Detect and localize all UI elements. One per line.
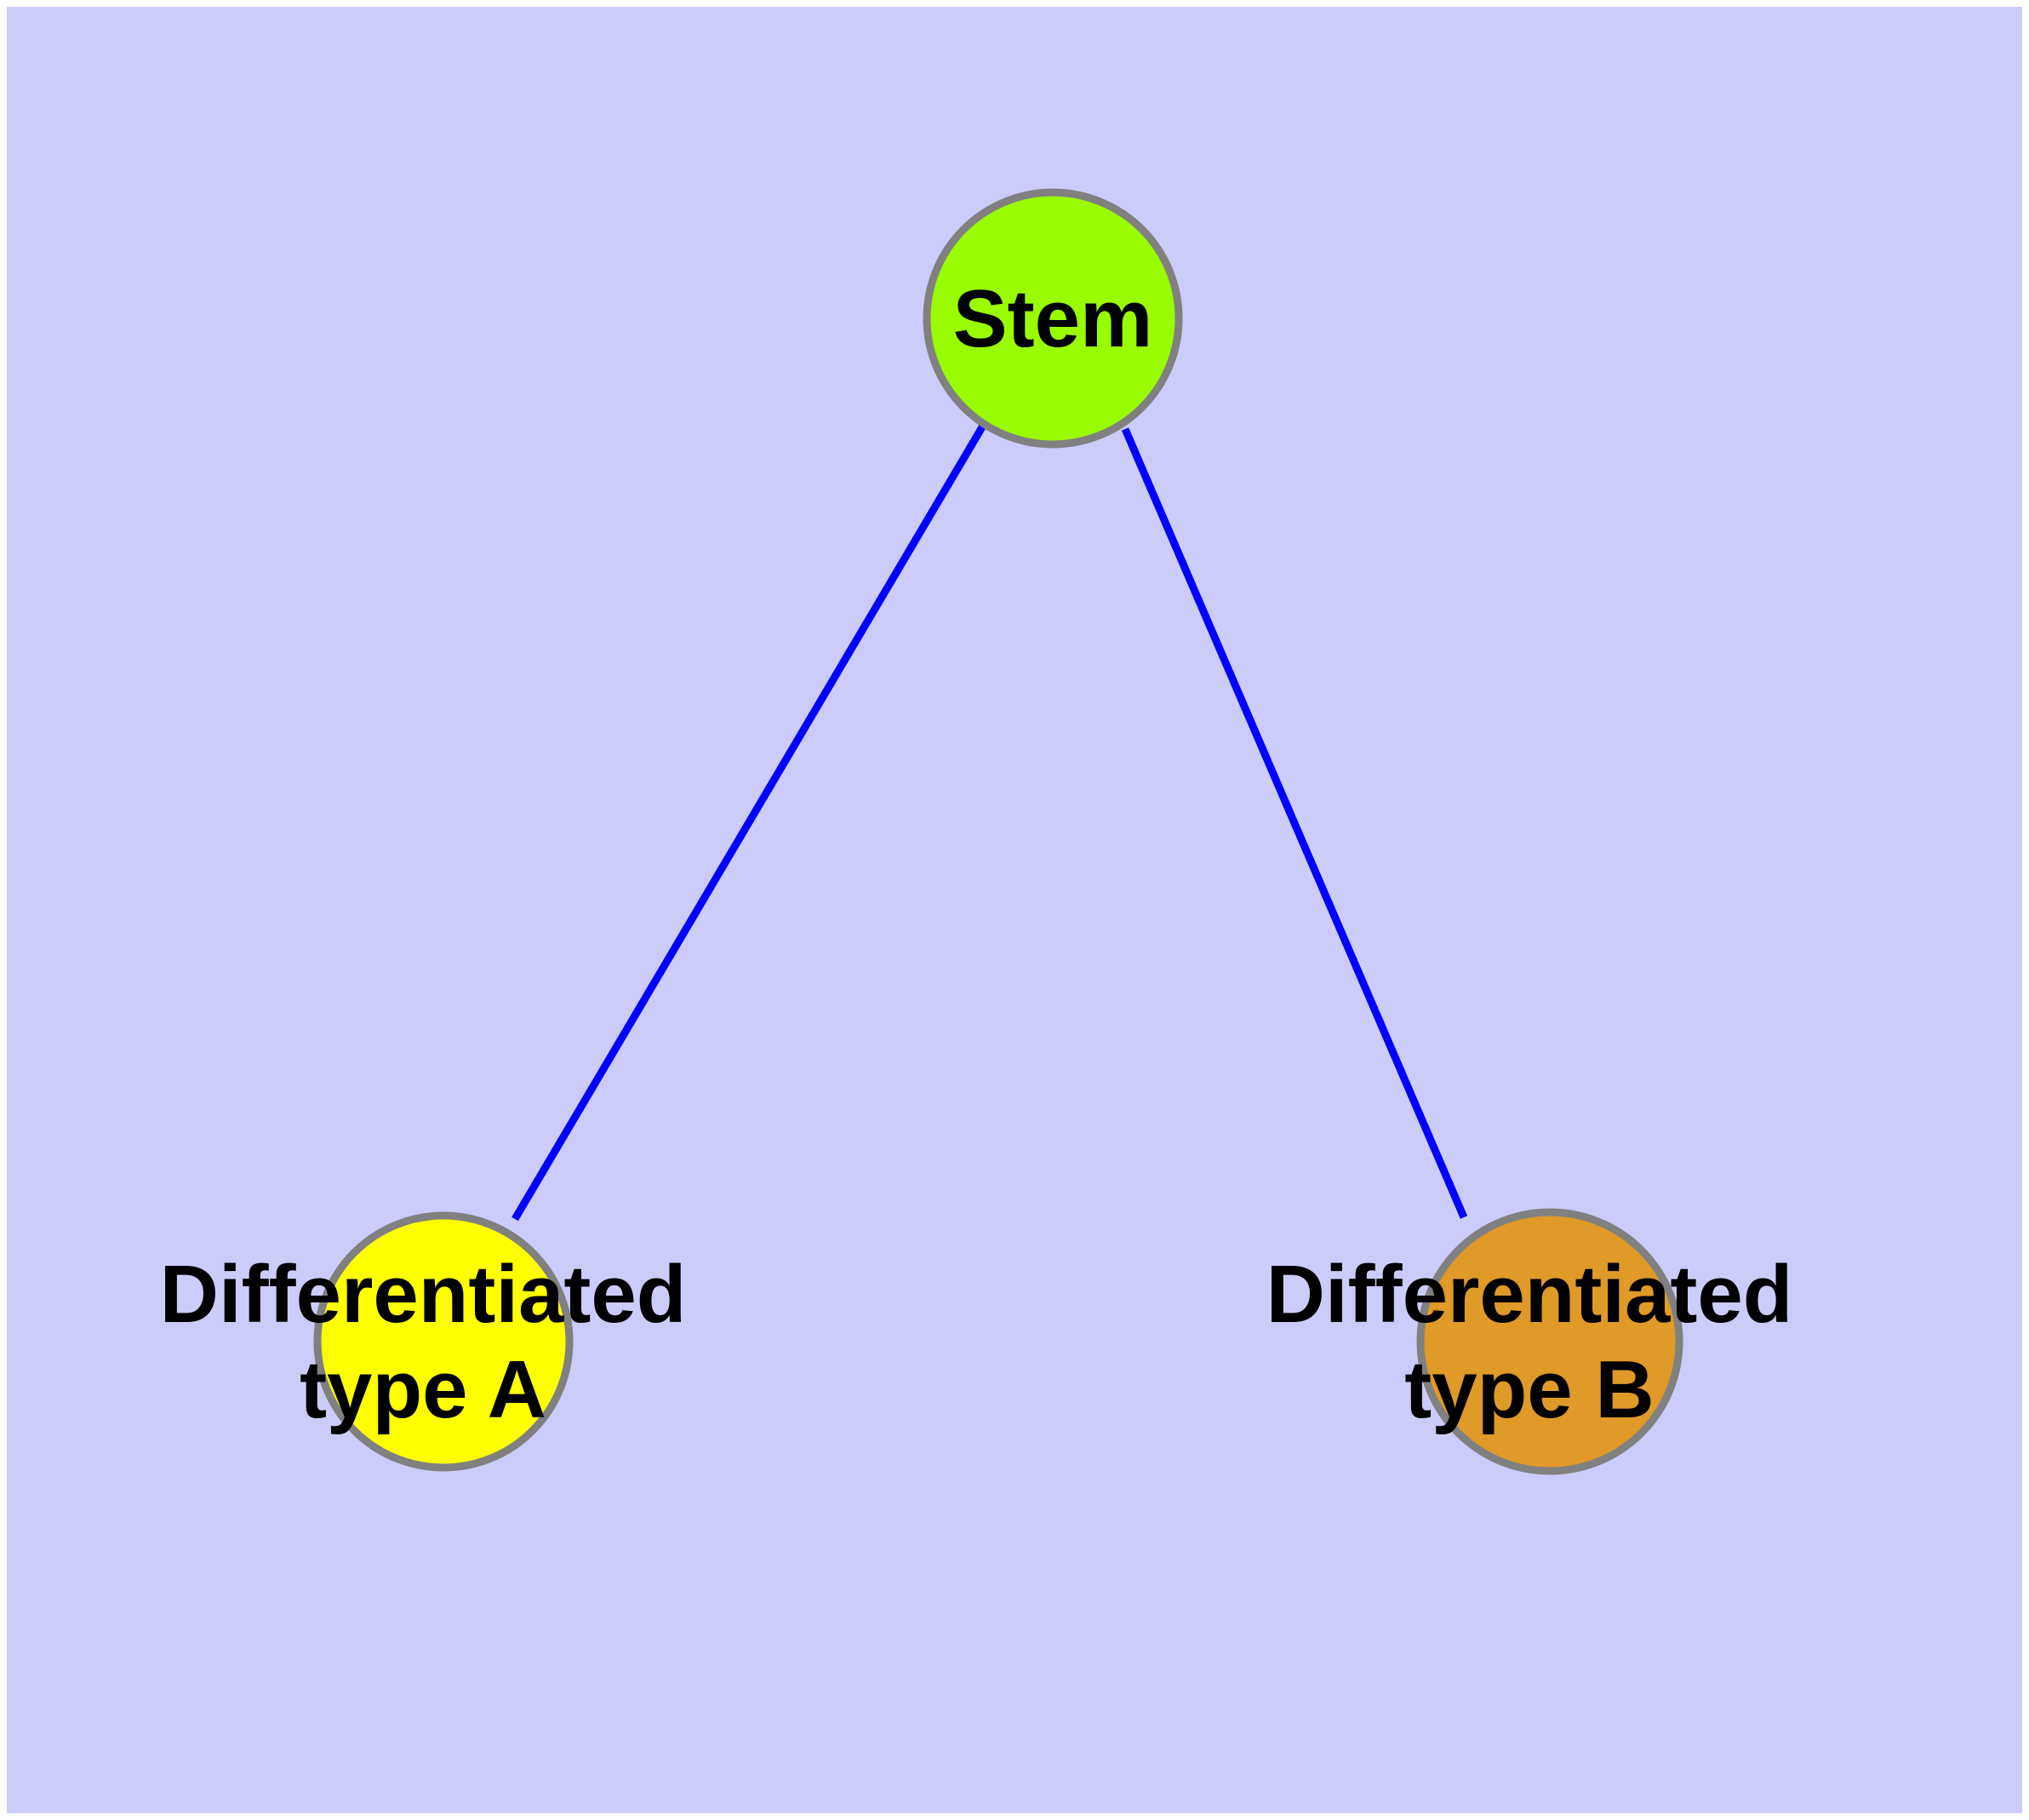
- label-layer: Stem Differentiated type A Differentiate…: [160, 273, 1793, 1435]
- node-stem[interactable]: [923, 188, 1183, 449]
- node-differentiated-type-b-circle[interactable]: [1416, 1208, 1683, 1475]
- node-differentiated-type-b-label-line1: Differentiated: [1266, 1249, 1793, 1340]
- node-differentiated-type-a[interactable]: [313, 1211, 574, 1472]
- node-stem-circle[interactable]: [923, 188, 1183, 449]
- node-differentiated-type-b[interactable]: [1416, 1208, 1683, 1475]
- edge-stem-to-differentiated-type-b[interactable]: [1121, 427, 1468, 1219]
- node-differentiated-type-b-label-line2: type B: [1404, 1344, 1654, 1435]
- edge-stem-to-differentiated-type-a[interactable]: [512, 423, 986, 1222]
- node-differentiated-type-a-label-line1: Differentiated: [160, 1249, 687, 1340]
- node-differentiated-type-a-circle[interactable]: [313, 1211, 574, 1472]
- node-stem-label: Stem: [953, 273, 1153, 364]
- node-differentiated-type-a-label-line2: type A: [300, 1344, 546, 1435]
- edge-layer: [512, 423, 1468, 1222]
- node-layer: [313, 188, 1683, 1475]
